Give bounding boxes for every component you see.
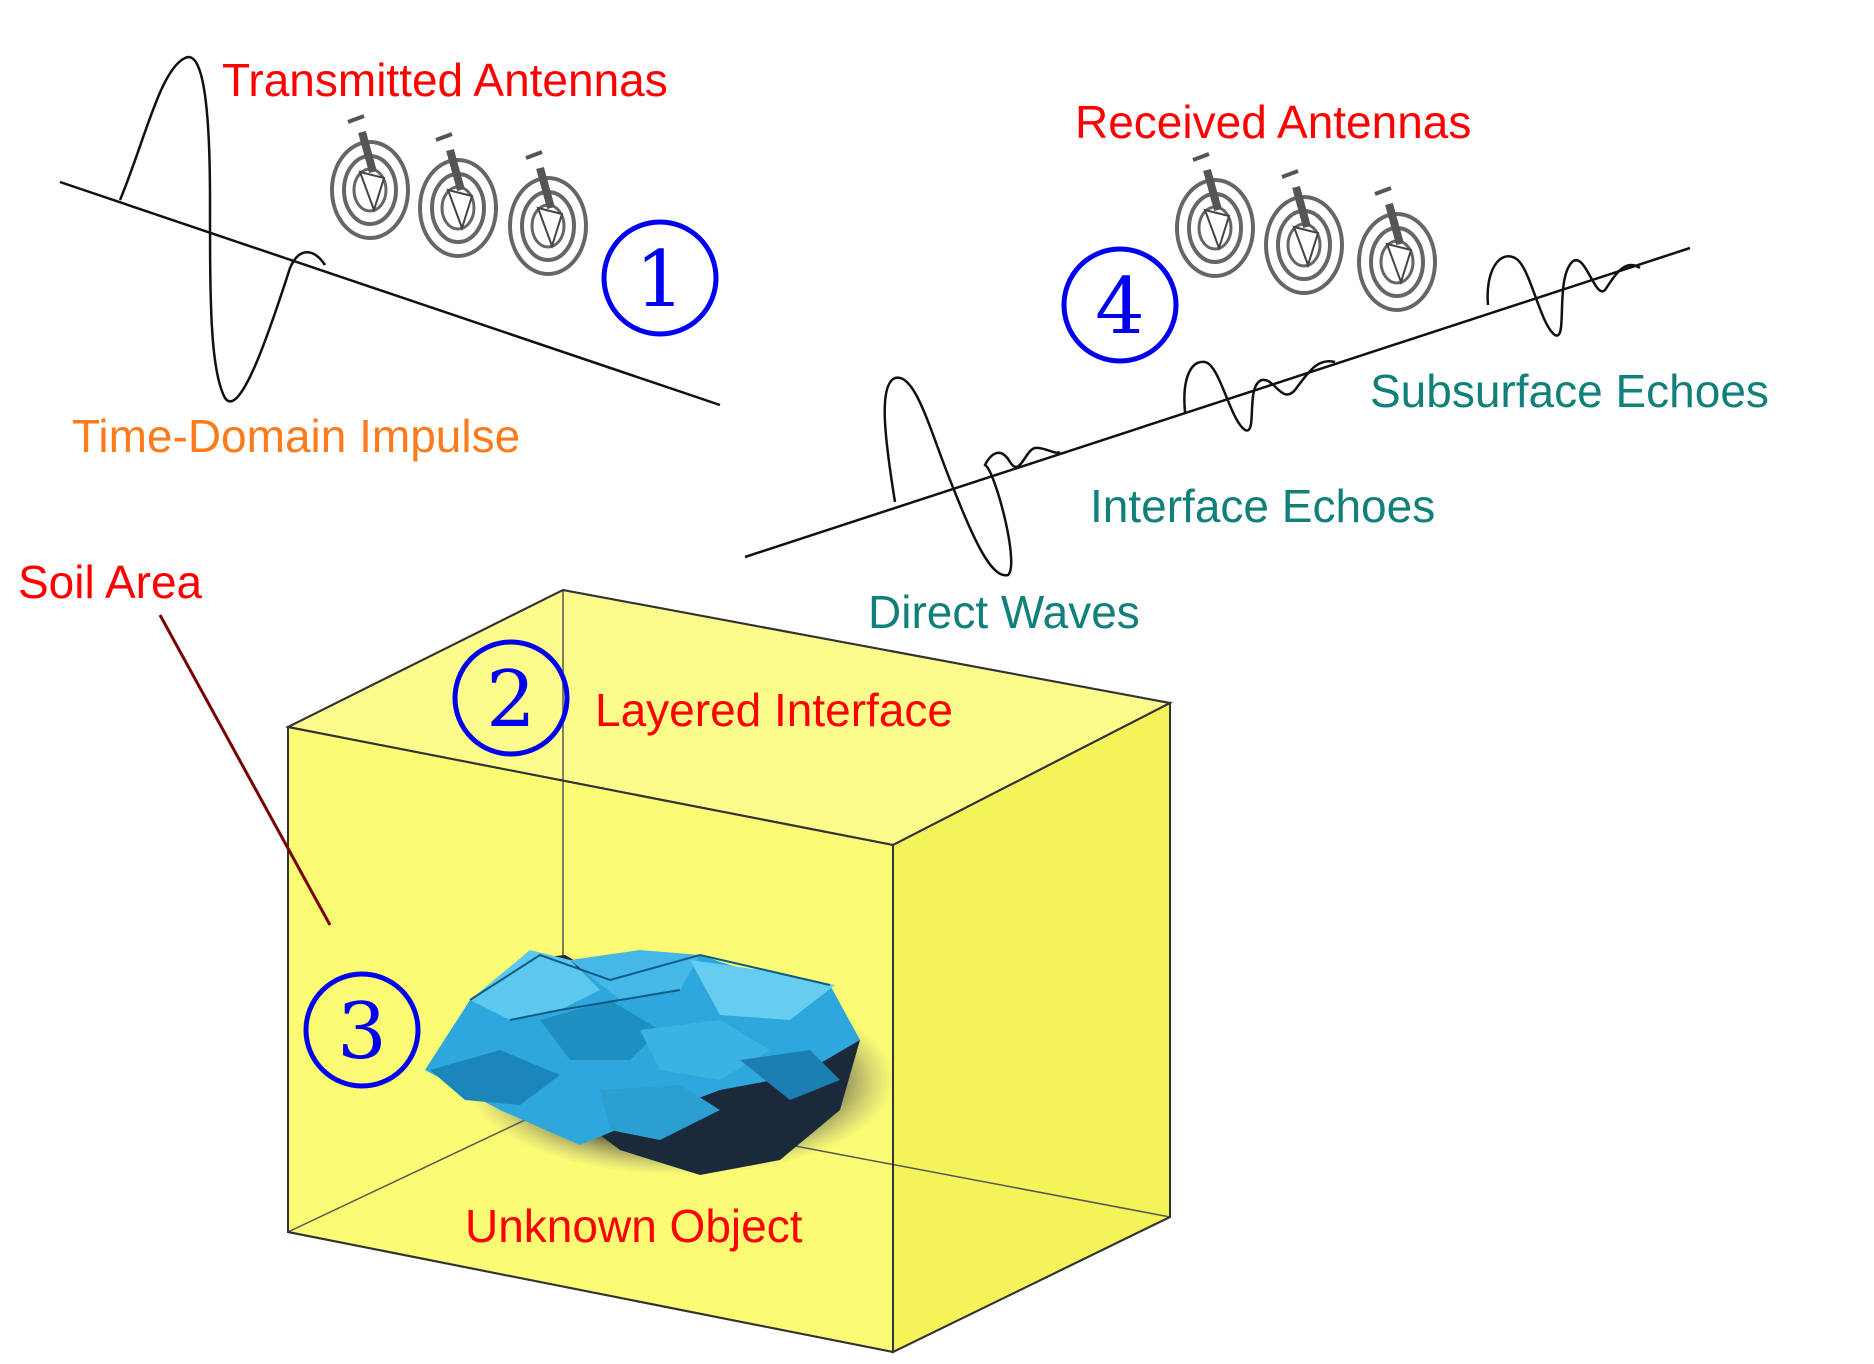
step-marker-4: 4 bbox=[1061, 246, 1179, 364]
step-marker-1: 1 bbox=[601, 219, 719, 337]
transmitted-antennas-label: Transmitted Antennas bbox=[222, 54, 668, 106]
subsurface-echo-waveform bbox=[1486, 255, 1641, 337]
step-marker-3: 3 bbox=[303, 971, 421, 1089]
transmitted-antenna-icon bbox=[332, 116, 408, 238]
soil-area-leader-line bbox=[158, 614, 332, 926]
soil-area-label: Soil Area bbox=[18, 556, 203, 608]
svg-text:1: 1 bbox=[635, 235, 685, 325]
layered-interface-label: Layered Interface bbox=[595, 684, 953, 736]
interface-echoes-label: Interface Echoes bbox=[1090, 480, 1435, 532]
interface-echo-waveform bbox=[1183, 359, 1336, 432]
transmitted-antenna-icon bbox=[420, 134, 496, 256]
received-antenna-group bbox=[1177, 154, 1435, 310]
unknown-object-shape bbox=[425, 950, 895, 1175]
subsurface-echoes-label: Subsurface Echoes bbox=[1370, 365, 1769, 417]
received-antenna-icon bbox=[1266, 171, 1342, 293]
svg-text:3: 3 bbox=[337, 987, 387, 1077]
transmitted-antenna-group bbox=[332, 116, 586, 274]
soil-box-front-edges bbox=[287, 588, 1171, 1354]
time-domain-impulse-label: Time-Domain Impulse bbox=[72, 410, 520, 462]
receive-baseline bbox=[744, 246, 1691, 559]
received-antenna-icon bbox=[1359, 188, 1435, 310]
svg-text:4: 4 bbox=[1095, 262, 1145, 352]
transmit-baseline bbox=[59, 180, 721, 407]
direct-wave-waveform bbox=[883, 376, 1061, 577]
step-marker-2: 2 bbox=[452, 639, 570, 757]
received-antennas-label: Received Antennas bbox=[1075, 96, 1471, 148]
received-antenna-icon bbox=[1177, 154, 1253, 276]
unknown-object-label: Unknown Object bbox=[465, 1200, 803, 1252]
time-domain-impulse-waveform bbox=[118, 55, 327, 403]
transmitted-antenna-icon bbox=[510, 152, 586, 274]
direct-waves-label: Direct Waves bbox=[868, 586, 1140, 638]
svg-text:2: 2 bbox=[486, 655, 536, 745]
